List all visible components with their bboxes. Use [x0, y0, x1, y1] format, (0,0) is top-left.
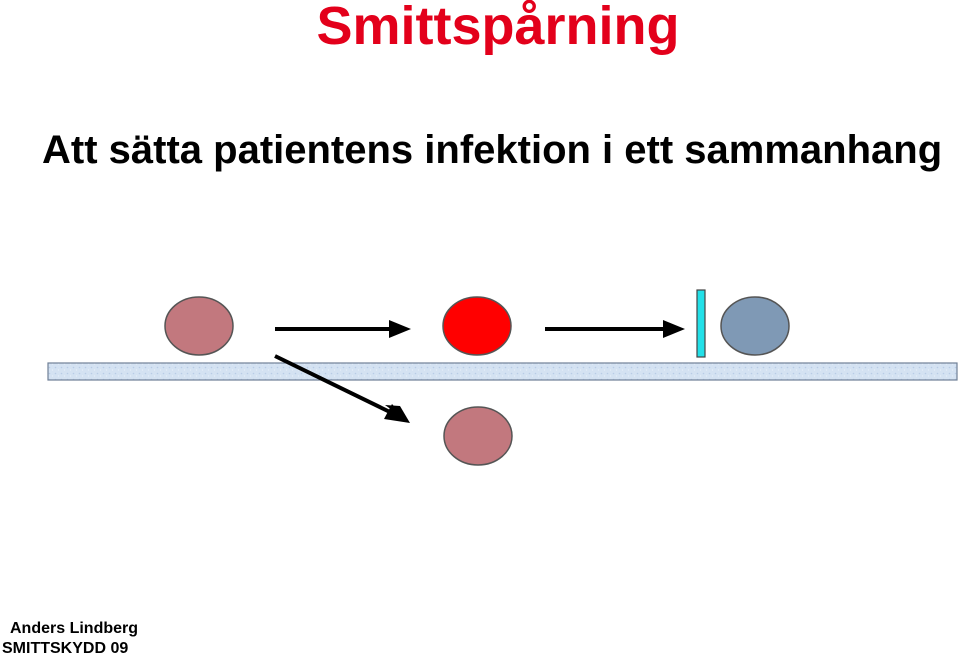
barrier-bar: [696, 289, 706, 358]
protected-patient-node: [720, 296, 790, 356]
index-patient-node: [442, 296, 512, 356]
secondary-patient-node: [443, 406, 513, 466]
author-name: Anders Lindberg: [10, 620, 139, 637]
slide-title: Smittspårning: [316, 0, 680, 56]
slide-subtitle: Att sätta patientens infektion i ett sam…: [42, 128, 943, 172]
source-patient-node: [164, 296, 234, 356]
arrow-source-to-secondary: [274, 354, 410, 423]
timeline-bar: [47, 362, 958, 381]
arrow-index-to-barrier: [545, 320, 685, 338]
event-name: SMITTSKYDD 09: [2, 640, 129, 657]
arrow-source-to-index: [275, 320, 411, 338]
